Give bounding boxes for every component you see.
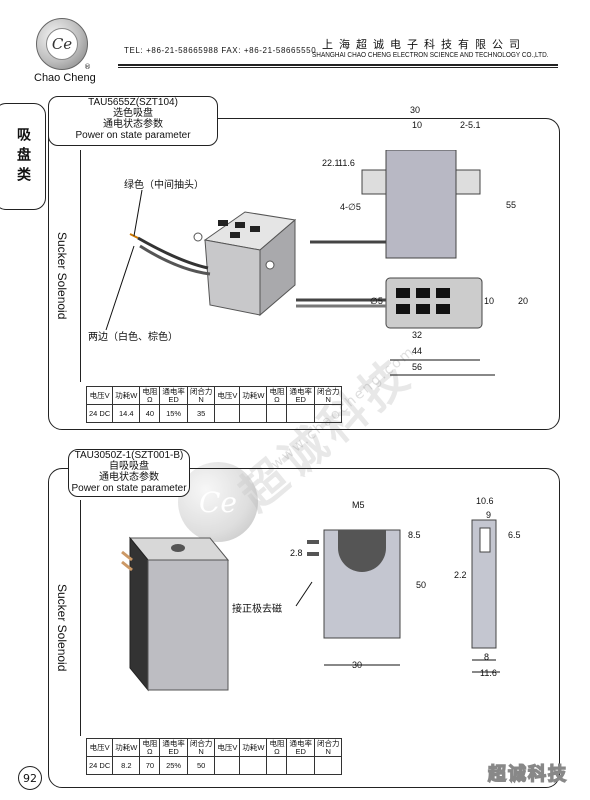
product1-title-box: TAU5655Z(SZT104) 选色吸盘 通电状态参数 Power on st… — [48, 96, 218, 146]
th-power: 功耗W — [239, 386, 268, 405]
dim-label: 11.6 — [338, 158, 355, 168]
dim-label: 11.6 — [480, 668, 497, 678]
dim-label: 22.1 — [322, 158, 340, 168]
dim-label: 4-∅5 — [340, 202, 361, 212]
product1-param-cn: 通电状态参数 — [103, 119, 163, 130]
product2-title-box: TAU3050Z-1(SZT001-B) 自吸吸盘 通电状态参数 Power o… — [68, 449, 190, 497]
th-voltage: 电压V — [214, 738, 241, 757]
product2-3d-view — [121, 536, 230, 692]
dim-label: 32 — [412, 330, 423, 340]
footer-brand: 超诚科技 — [487, 763, 568, 785]
watermark-logo: Ce — [178, 462, 258, 542]
header-rule-thin — [118, 67, 558, 68]
product1-callout-sides: 两边（白色、棕色） — [88, 332, 178, 343]
dim-label: M5 — [352, 500, 365, 510]
product1-panel — [48, 118, 560, 430]
dim-label: 10 — [484, 296, 495, 306]
product1-param-en: Power on state parameter — [75, 130, 191, 141]
product2-panel — [48, 468, 560, 788]
header-rule — [118, 64, 558, 66]
dim-label: 9 — [486, 510, 492, 520]
dim-label: 2.8 — [290, 548, 303, 558]
registered-mark: ® — [84, 63, 91, 71]
product1-model: TAU5655Z(SZT104) — [88, 97, 178, 108]
company-name-en: SHANGHAI CHAO CHENG ELECTRON SCIENCE AND… — [312, 52, 549, 59]
dim-label: 10 — [412, 120, 423, 130]
dim-label: ∅5 — [370, 296, 383, 306]
dim-label: 56 — [412, 362, 423, 372]
product1-divider — [80, 150, 81, 382]
table-row: 24 DC 8.2 70 25% 50 — [85, 756, 343, 775]
table-row: 24 DC 14.4 40 15% 35 — [85, 404, 343, 423]
category-label: 吸盘类 — [15, 126, 31, 187]
product2-model: TAU3050Z-1(SZT001-B) — [74, 450, 184, 461]
product2-front-view — [307, 529, 401, 666]
product2-side-view — [471, 519, 500, 673]
dim-label: 30 — [352, 660, 363, 670]
product1-3d-view — [129, 211, 297, 317]
product1-drawings — [105, 150, 495, 376]
dim-label: 10.6 — [476, 496, 494, 506]
dim-label: 2.2 — [454, 570, 467, 580]
product2-name: 自吸吸盘 — [109, 461, 149, 472]
dim-label: 20 — [518, 296, 529, 306]
product2-param-cn: 通电状态参数 — [99, 472, 159, 483]
th-voltage: 电压V — [214, 386, 241, 405]
product2-vertical-label: Sucker Solenoid — [55, 584, 69, 672]
dim-label: 30 — [410, 105, 421, 115]
product1-callout-green: 绿色（中间抽头） — [124, 180, 204, 191]
contact-info: TEL: +86-21-58665988 FAX: +86-21-5866555… — [124, 46, 317, 55]
dim-label: 2-5.1 — [460, 120, 481, 130]
product1-vertical-label: Sucker Solenoid — [55, 232, 69, 320]
product2-drawings — [121, 519, 500, 692]
th-voltage: 电压V — [85, 386, 114, 405]
dim-label: 8.5 — [408, 530, 421, 540]
brand-name: Chao Cheng — [34, 72, 96, 84]
category-tab: 吸盘类 — [0, 103, 46, 210]
dim-label: 44 — [412, 346, 423, 356]
dim-label: 8 — [484, 652, 490, 662]
dim-label: 50 — [416, 580, 427, 590]
th-power: 功耗W — [112, 738, 141, 757]
product2-divider — [80, 500, 81, 736]
product1-side-view — [296, 150, 495, 376]
product1-name: 选色吸盘 — [113, 108, 153, 119]
th-voltage: 电压V — [85, 738, 114, 757]
th-power: 功耗W — [239, 738, 268, 757]
product2-callout: 接正极去磁 — [232, 604, 282, 615]
logo-mark: Ce — [46, 28, 78, 60]
dim-label: 6.5 — [508, 530, 521, 540]
company-logo: Ce — [36, 18, 88, 70]
th-power: 功耗W — [112, 386, 141, 405]
product2-param-en: Power on state parameter — [71, 483, 187, 494]
page-number: 92 — [18, 766, 42, 790]
company-name-cn: 上海超诚电子科技有限公司 — [322, 38, 526, 51]
dim-label: 55 — [506, 200, 517, 210]
